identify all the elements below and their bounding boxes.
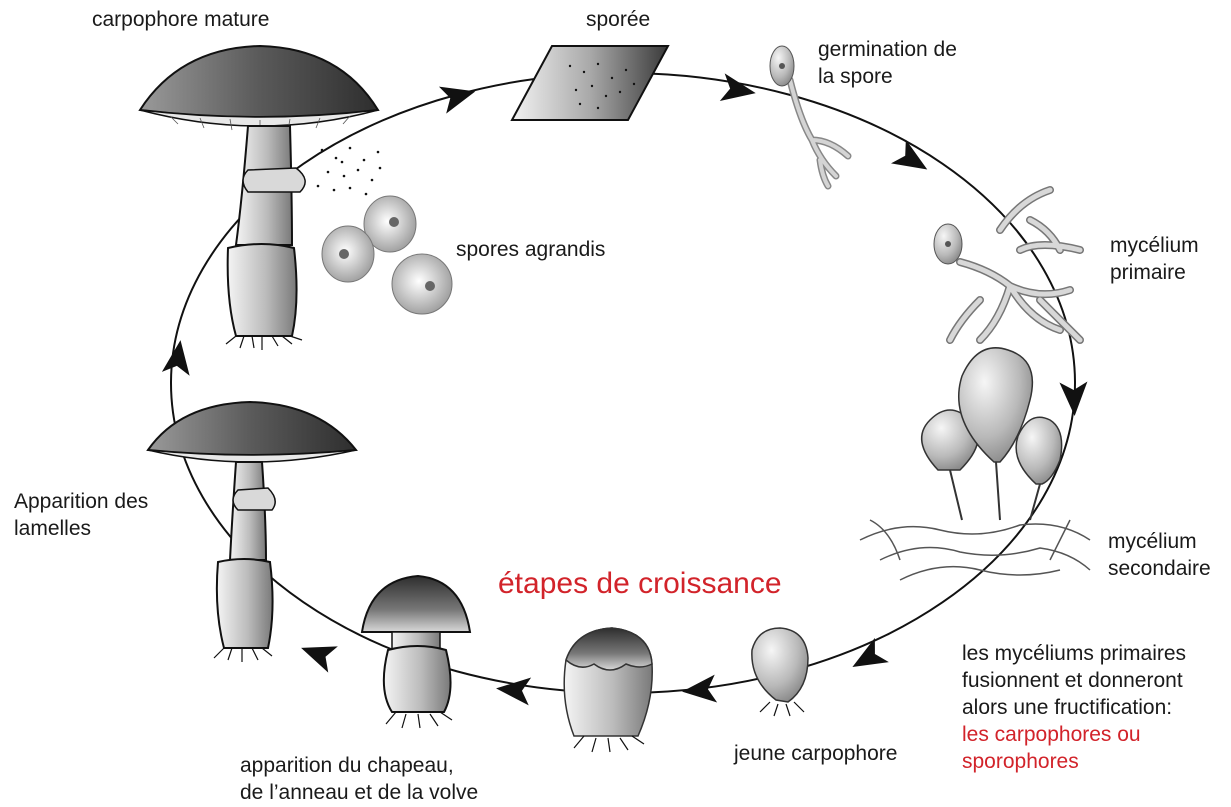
label-apparition-lamelles: Apparition des lamelles (14, 488, 148, 542)
label-fusion-description: les mycéliums primaires fusionnent et do… (962, 640, 1186, 775)
label-mycelium-secondaire: mycélium secondaire (1108, 528, 1211, 582)
label-sporee: sporée (586, 6, 650, 33)
secondary-mycelium-illustration (860, 348, 1090, 580)
button-stage-illustration (564, 628, 652, 752)
sporee-illustration (512, 46, 668, 120)
young-carpophore-illustration (752, 628, 808, 716)
label-carpophore-mature: carpophore mature (92, 6, 269, 33)
label-jeune-carpophore: jeune carpophore (734, 740, 897, 767)
cap-ring-volva-illustration (362, 576, 470, 728)
label-apparition-chapeau: apparition du chapeau, de l’anneau et de… (240, 752, 478, 806)
label-germination: germination de la spore (818, 36, 957, 90)
falling-spores-dots (317, 147, 382, 196)
center-title: étapes de croissance (498, 566, 782, 602)
label-spores-agrandis: spores agrandis (456, 236, 605, 263)
gills-appearing-illustration (148, 402, 356, 662)
primary-mycelium-illustration (934, 190, 1080, 340)
label-mycelium-primaire: mycélium primaire (1110, 232, 1199, 286)
enlarged-spores-illustration (322, 196, 452, 314)
mature-mushroom-illustration (140, 46, 378, 350)
